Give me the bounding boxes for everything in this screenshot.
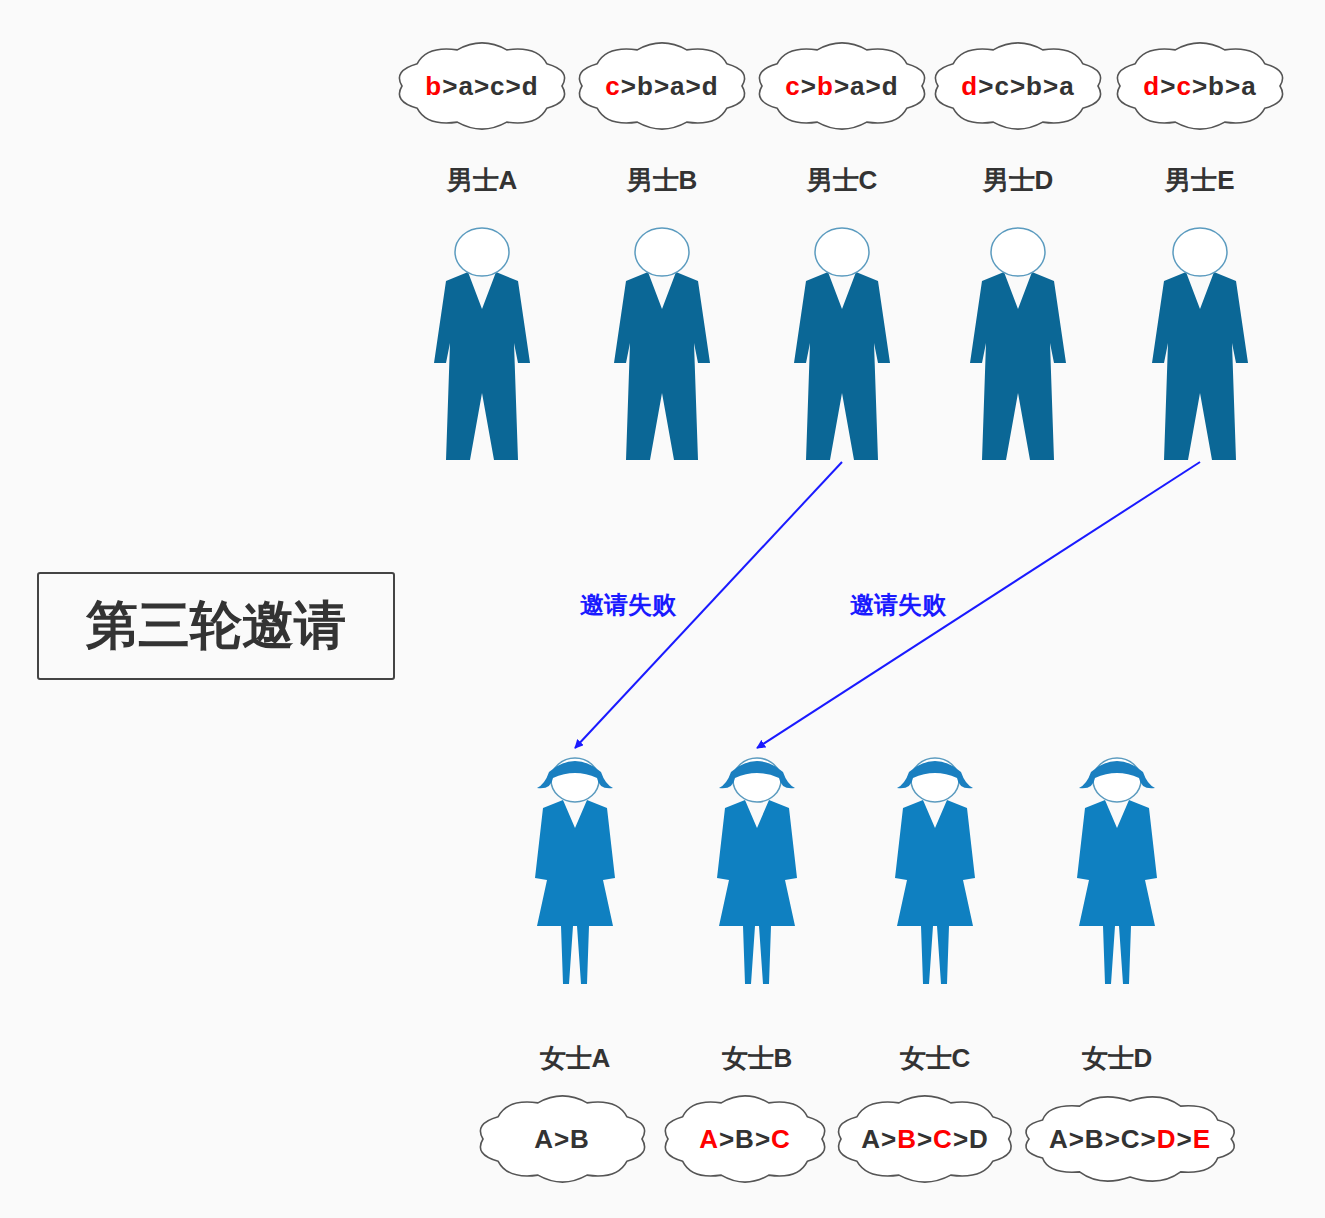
- cloud-shape: [839, 1096, 1012, 1182]
- woman-hair: [719, 761, 795, 788]
- title-box: 第三轮邀请: [37, 572, 395, 680]
- person-label: 男士E: [1165, 160, 1234, 200]
- person-label: 男士B: [627, 160, 698, 200]
- thought-cloud: A>B>C>D: [833, 1093, 1017, 1185]
- man-icon: [782, 225, 902, 462]
- preference-list: A>B>C>D: [861, 1124, 989, 1155]
- preference-list: d>c>b>a: [1143, 71, 1256, 102]
- person-label: 女士A: [540, 1038, 611, 1078]
- cloud-shape: [480, 1096, 644, 1182]
- man-icon: [602, 225, 722, 462]
- cloud-shape: [399, 43, 564, 129]
- man-head: [991, 228, 1045, 276]
- man-figure: 男士D: [958, 160, 1078, 462]
- man-figure: 男士E: [1140, 160, 1260, 462]
- edge-label: 邀请失败: [577, 589, 679, 621]
- man-head: [635, 228, 689, 276]
- thought-cloud: b>a>c>d: [394, 40, 570, 132]
- man-figure: 男士B: [602, 160, 722, 462]
- thought-cloud: c>b>a>d: [574, 40, 750, 132]
- thought-cloud: A>B>C>D>E: [1021, 1093, 1239, 1185]
- man-head: [455, 228, 509, 276]
- cloud-shape: [1117, 43, 1282, 129]
- man-icon: [1140, 225, 1260, 462]
- preference-list: A>B: [534, 1124, 590, 1155]
- man-body: [434, 272, 530, 460]
- woman-hair: [897, 761, 973, 788]
- man-figure: 男士C: [782, 160, 902, 462]
- preference-list: A>B>C>D>E: [1049, 1124, 1211, 1155]
- woman-body: [1077, 800, 1157, 984]
- preference-list: d>c>b>a: [961, 71, 1074, 102]
- man-figure: 男士A: [422, 160, 542, 462]
- preference-list: A>B>C: [699, 1124, 791, 1155]
- woman-body: [717, 800, 797, 984]
- cloud-shape: [935, 43, 1100, 129]
- man-icon: [958, 225, 1078, 462]
- woman-figure: 女士A: [515, 748, 635, 1078]
- title-text: 第三轮邀请: [86, 591, 346, 661]
- woman-icon: [697, 748, 817, 988]
- man-icon: [422, 225, 542, 462]
- woman-body: [535, 800, 615, 984]
- woman-figure: 女士C: [875, 748, 995, 1078]
- preference-list: c>b>a>d: [785, 71, 898, 102]
- man-body: [1152, 272, 1248, 460]
- invite-arrow: [757, 462, 1200, 748]
- preference-list: b>a>c>d: [425, 71, 538, 102]
- person-label: 女士C: [900, 1038, 971, 1078]
- thought-cloud: A>B>C: [660, 1093, 830, 1185]
- cloud-shape: [759, 43, 924, 129]
- preference-list: c>b>a>d: [605, 71, 718, 102]
- man-head: [815, 228, 869, 276]
- person-label: 男士C: [807, 160, 878, 200]
- person-label: 男士A: [447, 160, 518, 200]
- man-body: [970, 272, 1066, 460]
- cloud-shape: [579, 43, 744, 129]
- person-label: 女士D: [1082, 1038, 1153, 1078]
- thought-cloud: d>c>b>a: [1112, 40, 1288, 132]
- man-body: [614, 272, 710, 460]
- woman-figure: 女士D: [1057, 748, 1177, 1078]
- woman-hair: [1079, 761, 1155, 788]
- woman-icon: [1057, 748, 1177, 988]
- person-label: 男士D: [983, 160, 1054, 200]
- woman-figure: 女士B: [697, 748, 817, 1078]
- invite-arrow: [575, 462, 842, 748]
- woman-body: [895, 800, 975, 984]
- man-body: [794, 272, 890, 460]
- thought-cloud: d>c>b>a: [930, 40, 1106, 132]
- cloud-shape: [1026, 1097, 1234, 1181]
- edge-label: 邀请失败: [847, 589, 949, 621]
- thought-cloud: c>b>a>d: [754, 40, 930, 132]
- cloud-shape: [665, 1096, 824, 1182]
- person-label: 女士B: [722, 1038, 793, 1078]
- woman-hair: [537, 761, 613, 788]
- woman-icon: [515, 748, 635, 988]
- man-head: [1173, 228, 1227, 276]
- woman-icon: [875, 748, 995, 988]
- thought-cloud: A>B: [475, 1093, 650, 1185]
